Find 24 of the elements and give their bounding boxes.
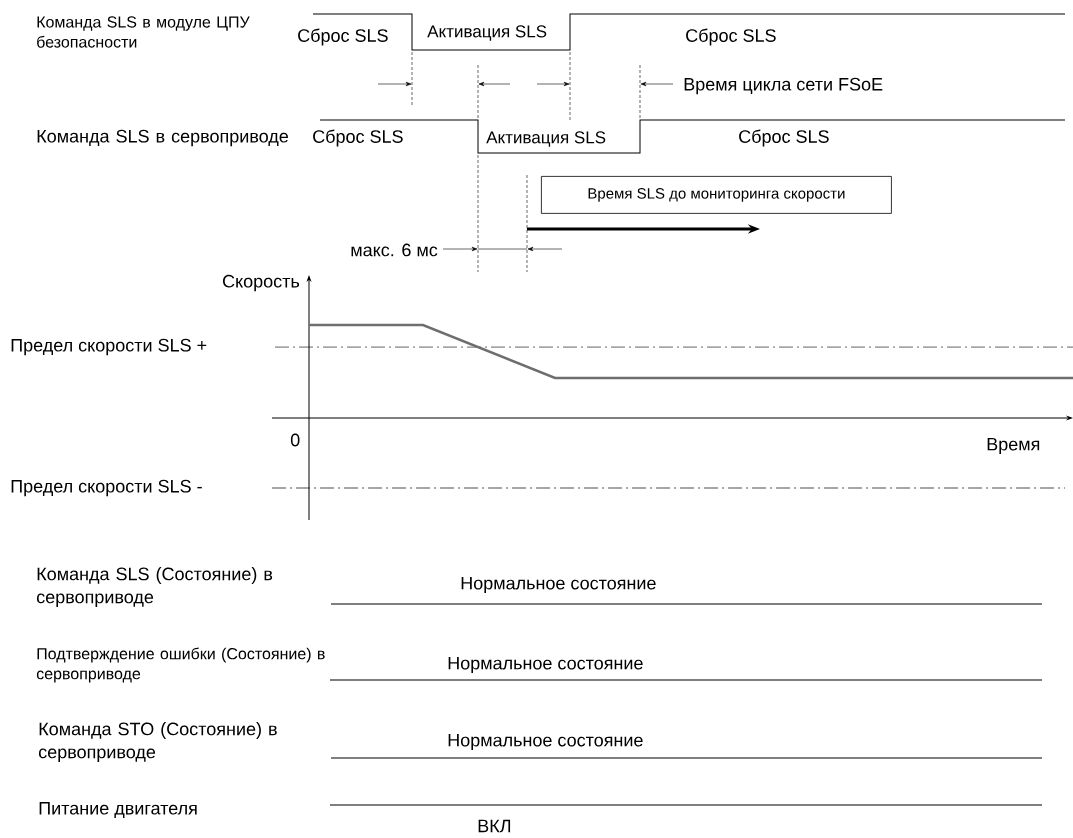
signal-name: Подтверждение ошибки (Состояние) в сервоприводе [36, 647, 325, 683]
state-label: ВКЛ [478, 819, 511, 833]
axis-label: Время [987, 437, 1040, 455]
limit-label: Предел скорости SLS - [11, 479, 202, 497]
state-label: Сброс SLS [313, 129, 403, 147]
state-label: Нормальное состояние [448, 656, 643, 674]
limit-label: Предел скорости SLS + [11, 338, 207, 356]
signal-name: Команда STO (Состояние) в сервоприводе [38, 722, 277, 762]
state-label: Нормальное состояние [461, 576, 656, 594]
state-label: Активация SLS [486, 131, 606, 147]
signal-name: Команда SLS в сервоприводе [37, 129, 288, 147]
state-label: Сброс SLS [298, 28, 388, 46]
signal-name: Питание двигателя [39, 802, 197, 818]
state-label: Активация SLS [427, 25, 547, 41]
state-label: Сброс SLS [739, 129, 829, 147]
dimension-label: Время цикла сети FSoE [684, 77, 883, 95]
label-box: Время SLS до мониторинга скорости [541, 176, 892, 214]
signal-name: Команда SLS (Состояние) в сервоприводе [36, 567, 273, 607]
state-label: Сброс SLS [686, 28, 776, 46]
dimension-label: макс. 6 мс [351, 243, 438, 257]
signal-name: Команда SLS в модуле ЦПУ безопасности [37, 16, 250, 48]
axis-label: 0 [290, 433, 300, 447]
axis-label: Скорость [223, 274, 300, 292]
state-label: Нормальное состояние [448, 733, 643, 751]
